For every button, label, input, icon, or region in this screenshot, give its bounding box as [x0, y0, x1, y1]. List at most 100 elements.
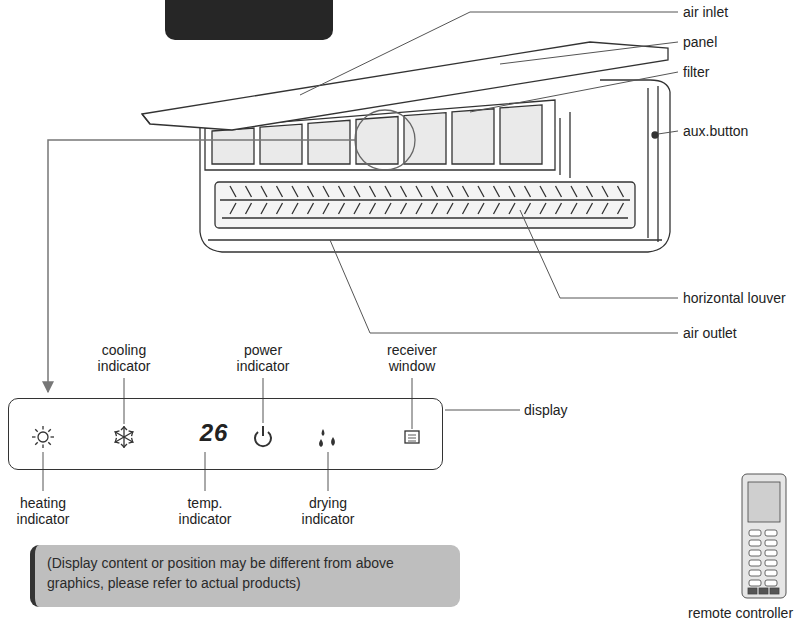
part-label: panel — [683, 34, 717, 50]
remote-button — [749, 560, 761, 566]
leader-line — [445, 410, 520, 411]
part-label: drying indicator — [288, 495, 368, 527]
drawing-part — [405, 431, 419, 443]
part-label: receiver window — [372, 342, 452, 374]
remote-button — [749, 530, 761, 536]
filter-cell — [212, 128, 254, 164]
note-text: (Display content or position may be diff… — [47, 553, 450, 593]
snow-tick — [115, 431, 119, 436]
vane — [540, 186, 546, 214]
snow-arm — [114, 432, 133, 443]
air-outlet — [215, 182, 635, 228]
filter-cell — [356, 116, 398, 164]
part-label: temp. indicator — [165, 495, 245, 527]
snow-tick — [129, 438, 133, 443]
vane — [261, 186, 267, 214]
part-label: air inlet — [683, 4, 728, 20]
leader-line — [500, 42, 678, 64]
drawing-part — [262, 426, 264, 436]
remote-button — [765, 550, 777, 556]
vane — [354, 186, 360, 214]
detail-arrow — [48, 140, 355, 392]
leader-line — [658, 131, 678, 134]
remote-button — [770, 588, 779, 594]
leader-line — [205, 452, 206, 491]
remote-button — [749, 580, 761, 586]
temp-digits: 26 — [189, 419, 239, 447]
leader-line — [330, 240, 678, 333]
vane — [618, 186, 624, 214]
part-label: power indicator — [223, 342, 303, 374]
drawing-part — [331, 437, 335, 446]
vane — [416, 186, 422, 214]
vane — [525, 186, 531, 214]
outlet-edge — [208, 239, 662, 240]
remote-button — [765, 560, 777, 566]
vane — [432, 186, 438, 214]
filter-cell — [500, 105, 542, 164]
remote-screen — [748, 482, 780, 522]
vane — [556, 186, 562, 214]
vane — [494, 186, 500, 214]
cooling-icon — [114, 426, 133, 448]
remote-button — [748, 588, 757, 594]
sun-ray — [48, 429, 50, 431]
heating-icon — [32, 426, 54, 448]
sun-ray — [42, 426, 43, 430]
snow-arm — [114, 432, 133, 443]
vane — [385, 186, 391, 214]
vane — [246, 186, 252, 214]
sun-ray — [35, 442, 37, 444]
vane — [509, 186, 515, 214]
snow-tick — [121, 444, 127, 447]
end-cap — [648, 86, 658, 242]
drawing-part — [408, 435, 416, 441]
part-label: display — [524, 402, 568, 418]
leader-line — [470, 72, 678, 112]
sun-ray — [42, 445, 43, 449]
vane — [323, 186, 329, 214]
remote-button — [765, 570, 777, 576]
aux-button — [652, 132, 658, 138]
leader-line — [328, 452, 329, 491]
remote-button — [749, 540, 761, 546]
remote-body — [742, 474, 786, 598]
vane — [478, 186, 484, 214]
vane — [370, 186, 376, 214]
panel-edge — [142, 114, 150, 124]
snow-tick — [115, 438, 119, 443]
vane — [308, 186, 314, 214]
power-icon — [255, 426, 271, 446]
filter-cell — [452, 109, 494, 164]
filter-cell — [308, 120, 350, 164]
remote-button — [749, 550, 761, 556]
vane — [401, 186, 407, 214]
leader-line — [412, 378, 413, 429]
snow-tick — [121, 427, 127, 430]
remote-button — [765, 580, 777, 586]
part-label: air outlet — [683, 325, 737, 341]
remote-button — [765, 540, 777, 546]
part-label: remote controller — [688, 605, 793, 621]
display-panel: 26 — [8, 398, 443, 470]
part-label: heating indicator — [3, 495, 83, 527]
vane — [463, 186, 469, 214]
vertical-vanes — [230, 186, 624, 214]
snow-tick — [129, 431, 133, 436]
remote-button — [749, 570, 761, 576]
header-box — [165, 0, 333, 40]
drawing-part — [38, 432, 48, 442]
indoor-unit — [142, 42, 670, 252]
vane — [230, 186, 236, 214]
part-label: cooling indicator — [84, 342, 164, 374]
part-label: filter — [683, 64, 709, 80]
receiver-icon — [405, 431, 419, 443]
sun-ray — [32, 436, 36, 437]
remote-buttons — [748, 530, 779, 594]
vane — [277, 186, 283, 214]
leader-line — [43, 452, 44, 491]
vane — [447, 186, 453, 214]
vane — [587, 186, 593, 214]
